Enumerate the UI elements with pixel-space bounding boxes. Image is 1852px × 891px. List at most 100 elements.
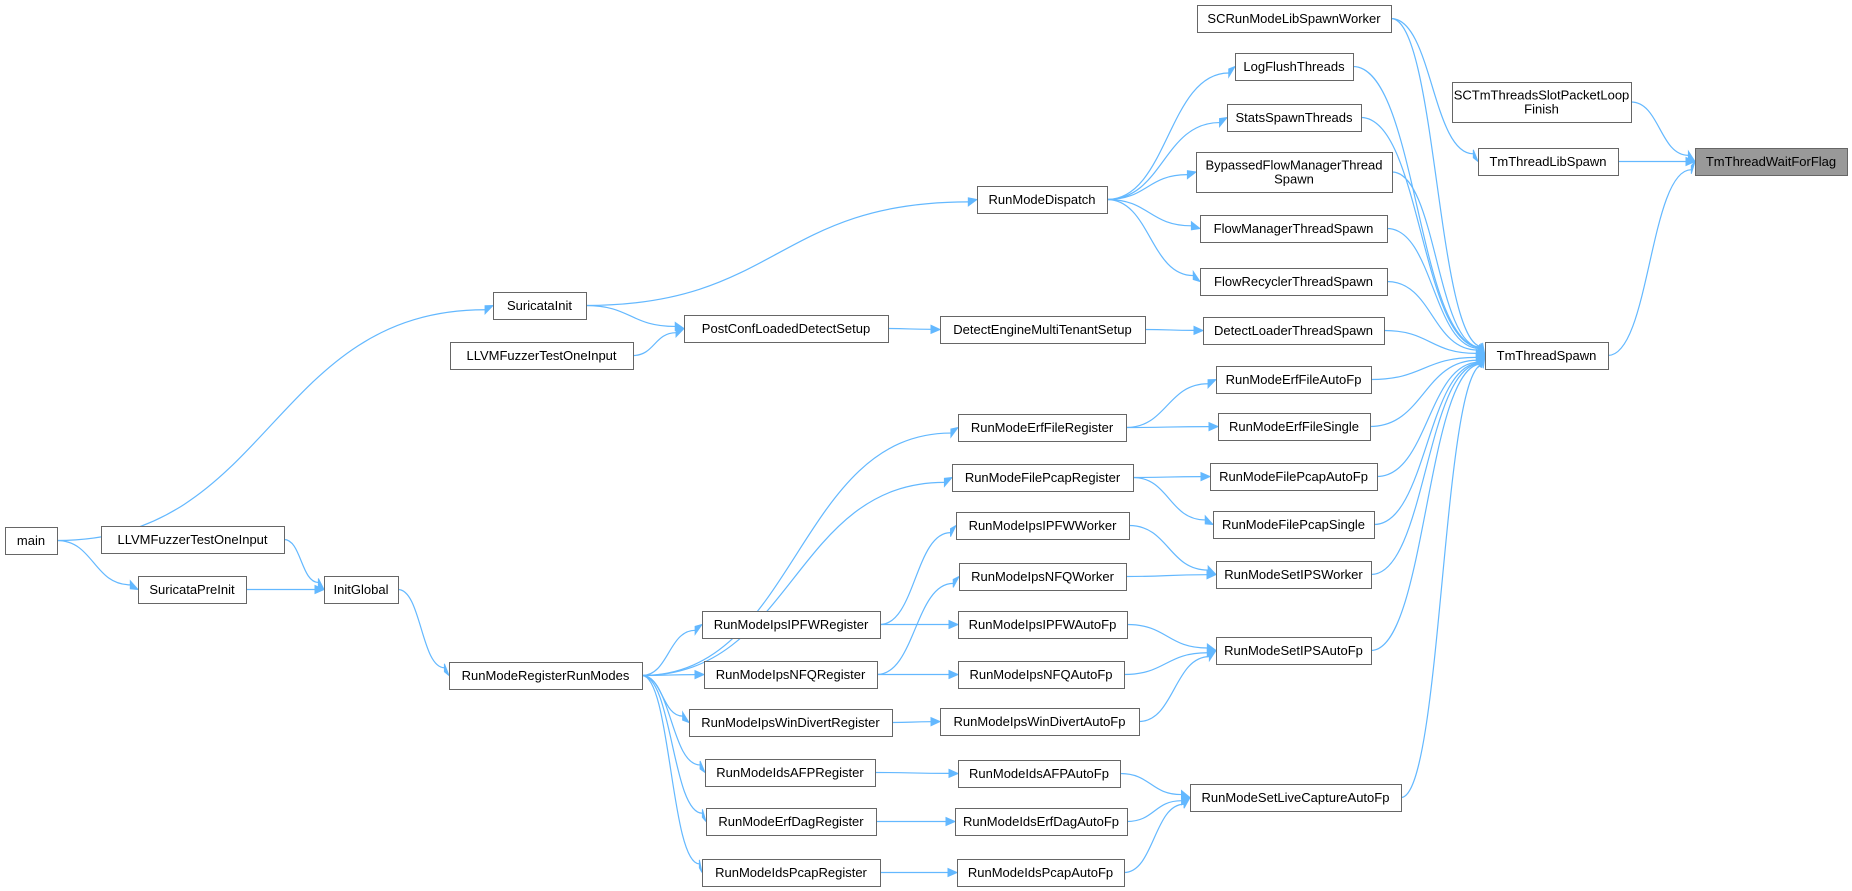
call-edge-run-mode-ips-nfq-auto-fp-to-run-mode-set-ips-auto-fp — [1123, 648, 1218, 676]
node-label: RunModeIpsIPFWRegister — [714, 617, 869, 632]
edge-line — [1106, 174, 1188, 201]
node-label: LogFlushThreads — [1243, 59, 1345, 74]
node-log-flush-threads[interactable]: LogFlushThreads — [1235, 53, 1354, 81]
call-edge-sc-run-mode-lib-spawn-worker-to-tm-thread-lib-spawn — [1390, 17, 1480, 164]
node-run-mode-ids-afp-auto-fp[interactable]: RunModeIdsAFPAutoFp — [958, 760, 1121, 788]
call-edge-run-mode-ips-win-divert-register-to-run-mode-ips-win-divert-auto-fp — [891, 716, 942, 727]
arrowhead — [948, 768, 960, 779]
arrowhead — [1186, 170, 1198, 180]
call-edge-run-mode-register-run-modes-to-run-mode-file-pcap-register — [641, 476, 954, 677]
node-run-mode-erf-file-single[interactable]: RunModeErfFileSingle — [1218, 413, 1371, 441]
node-run-mode-ids-pcap-auto-fp[interactable]: RunModeIdsPcapAutoFp — [957, 859, 1125, 887]
node-label: RunModeIpsIPFWAutoFp — [969, 617, 1117, 632]
call-edge-run-mode-register-run-modes-to-run-mode-erf-file-register — [641, 426, 960, 677]
node-box — [1197, 5, 1392, 33]
arrowhead — [694, 669, 706, 680]
node-box — [689, 709, 893, 737]
node-main[interactable]: main — [5, 527, 58, 555]
arrowhead — [950, 524, 958, 537]
call-edge-suricata-init-to-run-mode-dispatch — [585, 197, 979, 307]
node-sc-run-mode-lib-spawn-worker[interactable]: SCRunModeLibSpawnWorker — [1197, 5, 1392, 33]
arrowhead — [945, 816, 957, 827]
edge-line — [1106, 198, 1194, 277]
node-label: RunModeRegisterRunModes — [462, 668, 630, 683]
edge-line — [56, 309, 486, 542]
node-label: RunModeIpsNFQWorker — [971, 569, 1114, 584]
node-label: RunModeIdsPcapAutoFp — [968, 865, 1113, 880]
node-run-mode-erf-dag-register[interactable]: RunModeErfDagRegister — [706, 808, 877, 836]
node-run-mode-ids-erf-dag-auto-fp[interactable]: RunModeIdsErfDagAutoFp — [955, 808, 1128, 836]
edge-line — [1370, 362, 1481, 576]
arrowhead — [930, 324, 942, 335]
node-run-mode-ips-ipfw-auto-fp[interactable]: RunModeIpsIPFWAutoFp — [958, 611, 1128, 639]
arrowhead — [1690, 161, 1696, 174]
call-edge-main-to-suricata-init — [56, 304, 495, 542]
node-run-mode-set-live-capture-auto-fp[interactable]: RunModeSetLiveCaptureAutoFp — [1190, 784, 1402, 812]
node-run-mode-ips-nfq-register[interactable]: RunModeIpsNFQRegister — [704, 661, 878, 689]
node-run-mode-ips-win-divert-auto-fp[interactable]: RunModeIpsWinDivertAutoFp — [940, 708, 1140, 736]
node-label: PostConfLoadedDetectSetup — [702, 321, 870, 336]
node-post-conf-loaded-detect-setup[interactable]: PostConfLoadedDetectSetup — [684, 315, 889, 343]
node-run-mode-ids-afp-register[interactable]: RunModeIdsAFPRegister — [705, 759, 876, 787]
node-run-mode-erf-file-register[interactable]: RunModeErfFileRegister — [958, 414, 1127, 442]
arrowhead — [129, 579, 140, 591]
node-llvm-fuzzer-test-one-input[interactable]: LLVMFuzzerTestOneInput — [101, 526, 285, 554]
node-run-mode-dispatch[interactable]: RunModeDispatch — [977, 186, 1108, 214]
arrowhead — [701, 809, 707, 822]
node-run-mode-ips-nfq-worker[interactable]: RunModeIpsNFQWorker — [959, 563, 1127, 591]
edge-line — [1352, 65, 1482, 348]
arrowhead — [484, 304, 495, 316]
node-run-mode-ips-win-divert-register[interactable]: RunModeIpsWinDivertRegister — [689, 709, 893, 737]
node-run-mode-ips-ipfw-register[interactable]: RunModeIpsIPFWRegister — [702, 611, 881, 639]
node-detect-loader-thread-spawn[interactable]: DetectLoaderThreadSpawn — [1203, 317, 1385, 345]
node-box — [956, 512, 1130, 540]
node-run-mode-set-ips-worker[interactable]: RunModeSetIPSWorker — [1216, 561, 1372, 589]
node-llvm-fuzzer-test-one-input[interactable]: LLVMFuzzerTestOneInput — [450, 342, 634, 370]
node-label: Finish — [1524, 102, 1559, 117]
node-label: TmThreadSpawn — [1497, 348, 1597, 363]
call-edge-run-mode-ips-nfq-register-to-run-mode-ips-nfq-auto-fp — [877, 669, 960, 680]
node-tm-thread-spawn[interactable]: TmThreadSpawn — [1485, 342, 1609, 370]
node-run-mode-file-pcap-register[interactable]: RunModeFilePcapRegister — [952, 464, 1134, 492]
arrowhead — [675, 327, 686, 338]
arrowhead — [1208, 421, 1220, 432]
node-box — [952, 464, 1134, 492]
node-init-global[interactable]: InitGlobal — [324, 576, 399, 604]
node-box — [702, 859, 881, 887]
call-edge-run-mode-ips-ipfw-register-to-run-mode-ips-ipfw-auto-fp — [880, 619, 960, 630]
call-edge-run-mode-register-run-modes-to-run-mode-ips-ipfw-register — [641, 623, 704, 677]
node-run-mode-ips-ipfw-worker[interactable]: RunModeIpsIPFWWorker — [956, 512, 1130, 540]
node-suricata-init[interactable]: SuricataInit — [493, 292, 587, 320]
node-label: RunModeFilePcapSingle — [1222, 517, 1365, 532]
node-run-mode-register-run-modes[interactable]: RunModeRegisterRunModes — [449, 662, 643, 690]
node-run-mode-erf-file-auto-fp[interactable]: RunModeErfFileAutoFp — [1216, 366, 1372, 394]
node-run-mode-ips-nfq-auto-fp[interactable]: RunModeIpsNFQAutoFp — [958, 661, 1125, 689]
edge-line — [397, 588, 445, 669]
node-label: RunModeSetIPSAutoFp — [1224, 643, 1363, 658]
node-stats-spawn-threads[interactable]: StatsSpawnThreads — [1227, 104, 1362, 132]
node-suricata-pre-init[interactable]: SuricataPreInit — [138, 576, 247, 604]
arrowhead — [699, 760, 707, 774]
node-run-mode-file-pcap-auto-fp[interactable]: RunModeFilePcapAutoFp — [1210, 463, 1378, 491]
call-edges — [56, 17, 1697, 878]
node-detect-engine-multi-tenant-setup[interactable]: DetectEngineMultiTenantSetup — [940, 316, 1146, 344]
node-run-mode-ids-pcap-register[interactable]: RunModeIdsPcapRegister — [702, 859, 881, 887]
arrowhead — [1206, 569, 1218, 580]
node-flow-manager-thread-spawn[interactable]: FlowManagerThreadSpawn — [1200, 215, 1388, 243]
node-box — [450, 342, 634, 370]
node-run-mode-file-pcap-single[interactable]: RunModeFilePcapSingle — [1213, 511, 1375, 539]
call-edge-run-mode-erf-dag-register-to-run-mode-ids-erf-dag-auto-fp — [875, 816, 957, 827]
call-edge-run-mode-ips-nfq-worker-to-run-mode-set-ips-worker — [1125, 569, 1218, 580]
call-edge-run-mode-ips-nfq-register-to-run-mode-ips-nfq-worker — [876, 575, 961, 676]
node-tm-thread-wait-for-flag[interactable]: TmThreadWaitForFlag — [1695, 148, 1848, 176]
call-edge-llvm-fuzzer-test-one-input-to-init-global — [283, 538, 326, 591]
node-box — [138, 576, 247, 604]
call-edge-suricata-pre-init-to-init-global — [246, 584, 326, 595]
node-tm-thread-lib-spawn[interactable]: TmThreadLibSpawn — [1478, 148, 1619, 176]
node-run-mode-set-ips-auto-fp[interactable]: RunModeSetIPSAutoFp — [1216, 637, 1372, 665]
node-flow-recycler-thread-spawn[interactable]: FlowRecyclerThreadSpawn — [1200, 268, 1388, 296]
call-edge-run-mode-erf-file-register-to-run-mode-erf-file-single — [1125, 421, 1220, 432]
arrowhead — [317, 578, 326, 591]
